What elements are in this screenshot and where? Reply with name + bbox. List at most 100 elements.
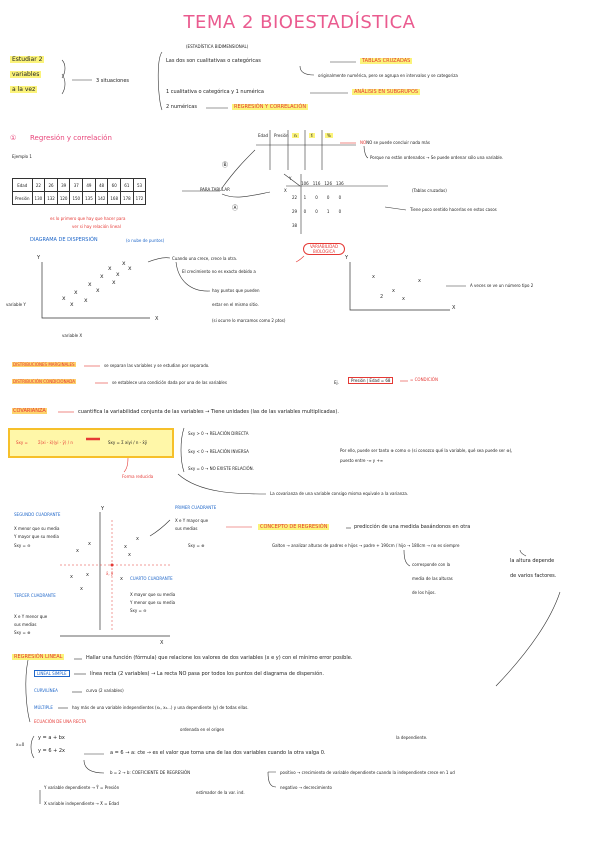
table-cell: 172 [132,191,147,205]
q3-text3: Sxy = ⊕ [14,630,31,635]
right-points: x2x xx [372,274,421,302]
tiene-poco: Tiene poco sentido hacerlas en estos cas… [410,207,497,212]
q4-text3: Sxy = ⊖ [130,608,147,613]
svg-text:x: x [402,296,405,302]
svg-text:x: x [74,289,78,296]
table-cell: 0 [338,208,342,214]
cov-side-note1: Por ello, puede ser tanto ⊕ como ⊖ (si c… [340,448,513,453]
right-note: A veces se ve un número tipo 2 [470,283,534,288]
lineal-simple-text: línea recta (2 variables) → La recta NO … [90,671,324,677]
bivariate-table: 106 116 126 136 22 1 0 0 0 29 0 0 1 0 38 [290,176,346,232]
cov-case3: Sxy = 0 → NO EXISTE RELACIÓN. [188,466,254,471]
dep-line: Y variable dependiente → Ŷ = Presión [44,785,120,790]
svg-text:x: x [70,574,73,580]
table-cell: 1 [303,194,307,200]
cov-cases-bracket [180,427,185,473]
data-table: Edad 22 26 39 37 49 48 60 61 53 Presión … [12,178,147,205]
dist-cond-text: se establece una condición dada por una … [112,380,227,385]
item1-note: originalmente numérica, pero se agrupa e… [318,73,458,78]
q1-text2: sus medias [175,526,198,531]
q1-title: PRIMER CUADRANTE [175,505,217,510]
var-bio-badge: VARIABILIDAD BIOLÓGICA [303,243,345,255]
tablas-cruzadas: (Tablas cruzadas) [412,188,447,193]
no-note: NONO se puede concluir nada más [360,140,430,145]
cond-result: = CONDICIÓN [410,377,438,382]
svg-text:x: x [392,288,395,294]
item1-result: TABLAS CRUZADAS [360,58,413,64]
q4-text2: Y menor que su media [130,600,176,605]
covarianza-label: COVARIANZA [12,408,47,414]
cond-box: Presión | Edad = 68 [348,377,394,384]
q3-text2: sus medias [14,622,37,627]
b-sign-bracket [267,771,277,788]
quad-x-axis: X [160,640,164,646]
item3-result: REGRESIÓN Y CORRELACIÓN [232,104,309,110]
depende-arrow [519,549,527,557]
var-bio-arrow [295,255,305,263]
svg-text:x: x [112,279,116,286]
right-y-axis: Y [345,255,349,261]
svg-text:x: x [120,576,123,582]
svg-text:x: x [84,297,88,304]
disp-note5: (si ocurre lo marcamos como 2 ptos) [212,318,286,323]
estimador-note: estimador de la var. ind. [196,790,245,795]
svg-text:x: x [88,541,91,547]
svg-text:x: x [80,586,83,592]
table-cell: 38 [292,222,298,228]
bidim-label: (ESTADÍSTICA BIDIMENSIONAL) [186,44,249,49]
to-freq-arrow [221,149,256,189]
disp-y-axis: Y [37,255,41,261]
bi-arrow [384,206,407,211]
b-negative: negativo → decrecimiento [280,785,332,790]
dist-cond-label: DISTRIBUCIÓN CONDICIONADA [12,379,77,384]
quad-y-axis: Y [101,506,105,512]
reg-bracket [25,659,31,723]
factores-arrow [495,591,561,687]
disp-note-arrow [147,257,171,263]
svg-text:x: x [88,281,92,288]
q3-title: TERCER CUADRANTE [14,593,56,598]
svg-text:x: x [116,271,120,278]
svg-text:2: 2 [380,294,383,300]
q2-text1: X menor que su media [14,526,60,531]
dispersion-title: DIAGRAMA DE DISPERSIÓN [30,237,98,243]
freq-header-ni: nᵢ [292,133,300,138]
curvi-label: CURVILÍNEA [34,688,58,693]
lineal-simple-label: LINEAL SIMPLE [34,670,70,677]
to-bi-arrow [221,191,271,198]
freq-header-fi: fᵢ [309,133,316,138]
center-label: x̄, ȳ [106,571,114,576]
b-arrow [83,759,105,774]
freq-header-pct: % [325,133,333,138]
item2-result: ANÁLISIS EN SUBGRUPOS [352,89,421,95]
dist-marg-label: DISTRIBUCIONES MARGINALES [12,362,76,367]
section1-number: ① [10,134,17,142]
disp-note-bracket [175,261,211,292]
curvi-text: curva (2 variables) [86,688,124,693]
freq-header-edad: Edad [258,133,269,138]
q3-text1: X e Y menor que [14,614,48,619]
svg-text:x: x [128,552,131,558]
svg-text:x: x [62,295,66,302]
table-row: 106 116 126 136 [290,176,346,190]
disp-note2: El crecimiento no es exacto debido a [182,269,256,274]
bi-table-diagonal [283,173,301,187]
ind-line: X variable independiente → X̂ = Edad [44,801,119,806]
table-note2: ver si hay relación lineal [72,224,121,229]
page-title: TEMA 2 BIOESTADÍSTICA [183,12,416,33]
reg-lineal-label: REGRESIÓN LINEAL [12,654,65,660]
table-cell: 0 [338,194,342,200]
circle-a: Ⓐ [232,205,239,212]
item2-text: 1 cualitativa o categórica y 1 numérica [166,89,264,95]
svg-text:x: x [124,544,127,550]
a-line: a = 6 → a: cte → es el valor que toma un… [110,750,326,756]
galton-line: Galton → analizar alturas de padres e hi… [272,543,460,548]
cov-side-note2: puesto entre -∞ y +∞ [340,458,384,463]
table-cell: 126 [324,180,333,186]
right-x-axis: X [452,305,456,311]
table-cell: 106 [301,180,309,186]
right-axes [349,262,450,311]
q2-title: SEGUNDO CUADRANTE [14,512,61,517]
intro-left-line3: a la vez [10,86,38,93]
